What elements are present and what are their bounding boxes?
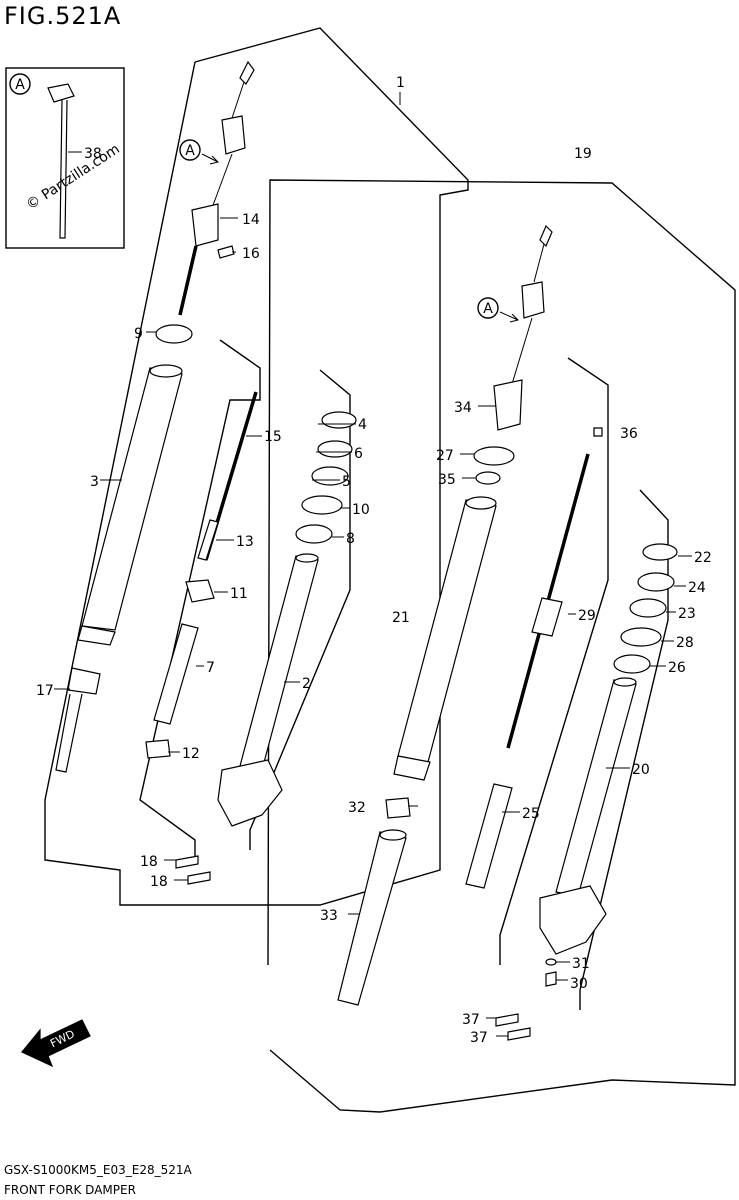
part-25-spring — [465, 783, 513, 889]
part-9-o-ring — [155, 324, 193, 344]
callout-a-right: A — [483, 301, 493, 317]
callout-31: 31 — [572, 956, 590, 972]
callout-22: 22 — [694, 550, 712, 566]
part-2-inner-tube — [217, 553, 319, 827]
part-11-nut — [185, 579, 215, 603]
callout-5: 5 — [342, 474, 351, 490]
part-7-spring — [153, 623, 199, 725]
part-23-oil-seal — [629, 598, 667, 618]
callout-24: 24 — [688, 580, 706, 596]
assembly-frame-right — [267, 179, 736, 1113]
callout-4: 4 — [358, 417, 367, 433]
ref-a-circle-right — [477, 297, 499, 319]
figure-caption: FRONT FORK DAMPER — [4, 1183, 136, 1197]
callout-7: 7 — [206, 660, 215, 676]
part-27-o-ring — [473, 446, 515, 466]
part-3-outer-tube — [77, 364, 183, 646]
callout-26: 26 — [668, 660, 686, 676]
subframe-right-parts — [579, 489, 669, 1010]
part-16-bolt — [217, 245, 235, 259]
callout-a-left: A — [185, 143, 195, 159]
callout-labels: 1 19 38 14 16 9 15 4 6 5 10 8 3 13 11 7 … — [36, 75, 712, 1046]
callout-30: 30 — [570, 976, 588, 992]
part-30-bolt — [545, 971, 557, 987]
subframe-left-inner — [139, 339, 261, 860]
callout-11: 11 — [230, 586, 248, 602]
part-14-cap-with-sensor — [191, 60, 255, 247]
callout-35: 35 — [438, 472, 456, 488]
part-37-bolt-a — [495, 1013, 519, 1027]
part-29-rod-sleeve — [531, 597, 563, 637]
callout-20: 20 — [632, 762, 650, 778]
callout-18-b: 18 — [150, 874, 168, 890]
callout-19: 19 — [574, 146, 592, 162]
figure-code: GSX-S1000KM5_E03_E28_521A — [4, 1163, 192, 1177]
callout-32: 32 — [348, 800, 366, 816]
part-21-outer-tube — [393, 496, 497, 781]
callout-28: 28 — [676, 635, 694, 651]
callout-14: 14 — [242, 212, 260, 228]
callout-33: 33 — [320, 908, 338, 924]
cable-tie-38 — [47, 83, 75, 239]
ref-a-circle-left — [179, 139, 201, 161]
callout-34: 34 — [454, 400, 472, 416]
callout-10: 10 — [352, 502, 370, 518]
callout-18-a: 18 — [140, 854, 158, 870]
callout-8: 8 — [346, 531, 355, 547]
callout-6: 6 — [354, 446, 363, 462]
part-36-nut — [593, 427, 603, 437]
callout-38: 38 — [84, 146, 102, 162]
ref-a-arrow-left — [201, 153, 219, 165]
part-28-circlip — [620, 627, 662, 647]
part-32-spacer — [385, 797, 411, 819]
callout-36: 36 — [620, 426, 638, 442]
fwd-arrow: FWD — [21, 1019, 91, 1068]
callout-12: 12 — [182, 746, 200, 762]
figure-title: FIG.521A — [4, 2, 122, 30]
callout-23: 23 — [678, 606, 696, 622]
callout-13: 13 — [236, 534, 254, 550]
callout-17: 17 — [36, 683, 54, 699]
figure-footer: GSX-S1000KM5_E03_E28_521A FRONT FORK DAM… — [4, 1160, 192, 1200]
part-20-inner-tube — [539, 677, 637, 955]
inset-letter-circle — [9, 73, 31, 95]
callout-1: 1 — [396, 75, 405, 91]
part-17-bushing — [55, 667, 101, 773]
leader-lines — [54, 92, 692, 1037]
part-4-seal — [321, 411, 357, 429]
part-12-spacer — [145, 739, 171, 759]
inner-rod-upper — [178, 245, 198, 316]
part-18-bolt-b — [187, 871, 211, 885]
part-26-dust-seal — [613, 654, 651, 674]
callout-15: 15 — [264, 429, 282, 445]
subframe-right-inner — [499, 357, 609, 965]
part-33-inner-rod — [337, 829, 407, 1006]
ref-a-arrow-right — [499, 311, 519, 323]
part-31-washer — [545, 958, 557, 966]
part-22-seal — [642, 543, 678, 561]
callout-9: 9 — [134, 326, 143, 342]
part-24-washer — [637, 572, 675, 592]
callout-29: 29 — [578, 608, 596, 624]
part-35-washer — [475, 471, 501, 485]
callout-2: 2 — [302, 676, 311, 692]
callout-37-a: 37 — [462, 1012, 480, 1028]
part-13-rod-thread — [197, 519, 219, 561]
callout-21: 21 — [392, 610, 410, 626]
callout-25: 25 — [522, 806, 540, 822]
callout-27: 27 — [436, 448, 454, 464]
subframe-left-parts — [249, 369, 351, 850]
inset-panel: A © Partzilla.com — [5, 67, 125, 249]
callout-16: 16 — [242, 246, 260, 262]
part-8-dust-seal — [295, 524, 333, 544]
callout-37-b: 37 — [470, 1030, 488, 1046]
callout-3: 3 — [90, 474, 99, 490]
part-10-circlip — [301, 495, 343, 515]
part-37-bolt-b — [507, 1027, 531, 1041]
part-34-cap-with-sensor — [493, 224, 553, 431]
part-18-bolt-a — [175, 855, 199, 869]
inset-letter: A — [15, 77, 25, 93]
part-6-washer — [317, 440, 353, 458]
